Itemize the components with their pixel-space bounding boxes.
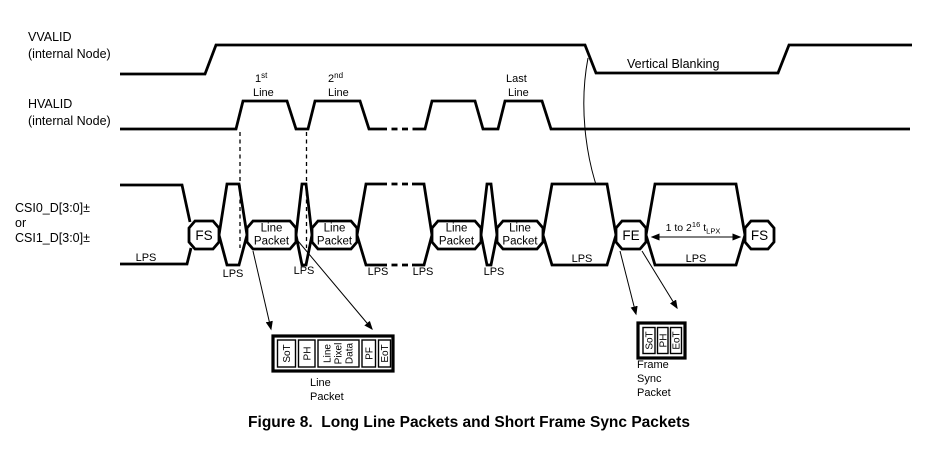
line-packet-2-shape	[310, 219, 359, 251]
fs-sot-cell	[642, 326, 656, 355]
lps-ellipsis-top-right	[412, 182, 434, 236]
line-marker-2nd: 2nd Line	[328, 71, 349, 99]
line-packet-callout-arrow-left	[252, 250, 273, 331]
hvalid-label: HVALID	[28, 97, 72, 111]
pf-cell-label: PF	[364, 347, 375, 360]
line-marker-1st: 1st Line	[253, 71, 274, 99]
svg-text:Line: Line	[261, 223, 283, 235]
line-pixel-data-label-2: Pixel	[334, 343, 345, 365]
line-packet-1-shape	[245, 219, 298, 251]
line-marker-last-word: Line	[508, 87, 529, 99]
line-packet-detail-caption-1: Line	[310, 377, 331, 389]
fs-packet-end-shape	[743, 219, 776, 251]
csi-data-label-line2: or	[15, 216, 26, 230]
line-marker-last: Last Line	[506, 73, 529, 99]
lps-label: LPS	[294, 265, 315, 277]
eot-cell	[377, 339, 392, 368]
line-marker-last-number: Last	[506, 73, 527, 85]
figure-caption: Figure 8. Long Line Packets and Short Fr…	[248, 414, 690, 431]
hvalid-signal: HVALID (internal Node) 1st Line 2nd Line…	[28, 71, 910, 131]
lps-label: LPS	[223, 268, 244, 280]
lps-ellipsis-bottom-left	[355, 234, 381, 267]
lps-label: LPS	[572, 253, 593, 265]
line-pixel-data-label-3: Data	[345, 343, 356, 365]
frame-sync-detail: SoT PH EoT Frame Sync Packet	[619, 250, 687, 399]
fs-sot-cell-label: SoT	[645, 331, 656, 349]
lps-ellipsis-top-left	[355, 182, 381, 236]
vvalid-label: VVALID	[28, 30, 72, 44]
lps-ellipsis-region	[355, 182, 434, 267]
line-packet-3-label: Line Packet	[439, 223, 475, 248]
fs-end-label: FS	[751, 228, 768, 243]
svg-text:Line: Line	[509, 223, 531, 235]
svg-text:Packet: Packet	[502, 236, 538, 248]
svg-text:Packet: Packet	[317, 236, 353, 248]
hvalid-waveform-left	[120, 99, 381, 131]
fs-ph-cell	[656, 326, 669, 355]
frame-sync-callout-arrow-left	[619, 250, 638, 316]
hvalid-sublabel: (internal Node)	[28, 114, 111, 128]
fe-packet-shape	[614, 219, 648, 251]
line-marker-2nd-word: Line	[328, 87, 349, 99]
csi-data-label-line1: CSI0_D[3:0]±	[15, 201, 90, 215]
vvalid-sublabel: (internal Node)	[28, 47, 111, 61]
vertical-blanking-label: Vertical Blanking	[627, 57, 719, 71]
fs-eot-cell	[669, 326, 683, 355]
pf-cell	[361, 339, 377, 368]
sot-cell-label: SoT	[282, 344, 293, 362]
fe-label: FE	[622, 228, 639, 243]
svg-text:Packet: Packet	[439, 236, 475, 248]
svg-text:Packet: Packet	[254, 236, 290, 248]
frame-sync-detail-caption-3: Packet	[637, 387, 671, 399]
line-marker-1st-word: Line	[253, 87, 274, 99]
line-packet-callout-arrow-right	[297, 240, 373, 331]
lps-label: LPS	[368, 266, 389, 278]
line-pixel-data-cell	[317, 339, 360, 368]
line-marker-1st-number: 1st	[255, 71, 268, 85]
lps-ellipsis-bottom-right	[412, 234, 434, 267]
lps-label: LPS	[413, 266, 434, 278]
fs-packet-start-shape	[187, 219, 221, 251]
csi-data-lane: CSI0_D[3:0]± or CSI1_D[3:0]± FS	[15, 132, 776, 280]
fs-start-label: FS	[195, 228, 212, 243]
frame-sync-detail-caption-1: Frame	[637, 359, 669, 371]
eot-cell-label: EoT	[380, 344, 391, 362]
fs-eot-cell-label: EoT	[672, 331, 683, 349]
lps-label: LPS	[686, 253, 707, 265]
line-pixel-data-label-1: Line	[323, 344, 334, 363]
lps-rail-bottom	[120, 247, 193, 266]
line-packet-2-label: Line Packet	[317, 223, 353, 248]
line-packet-1-label: Line Packet	[254, 223, 290, 248]
ph-cell-label: PH	[302, 347, 313, 361]
line-packet-4-shape	[495, 219, 545, 251]
csi-data-label-line3: CSI1_D[3:0]±	[15, 231, 90, 245]
frame-sync-detail-caption-2: Sync	[637, 373, 662, 385]
sot-cell	[276, 339, 297, 368]
line-packet-detail: SoT PH Line Pixel Data PF EoT Line Packe…	[252, 240, 395, 403]
svg-text:Line: Line	[324, 223, 346, 235]
lps-rail-top	[120, 183, 192, 223]
line-packet-detail-caption-2: Packet	[310, 391, 344, 403]
lps-label: LPS	[136, 252, 157, 264]
line-packet-3-shape	[430, 219, 483, 251]
frame-sync-callout-arrow-right	[641, 250, 678, 310]
line-marker-2nd-number: 2nd	[328, 71, 343, 85]
svg-text:Line: Line	[446, 223, 468, 235]
vvalid-signal: VVALID (internal Node)	[28, 30, 912, 76]
lps-label: LPS	[484, 266, 505, 278]
hvalid-waveform-right	[413, 99, 910, 131]
vvalid-waveform	[120, 43, 912, 76]
fs-ph-cell-label: PH	[658, 334, 669, 348]
line-packet-4-label: Line Packet	[502, 223, 538, 248]
ph-cell	[297, 339, 316, 368]
